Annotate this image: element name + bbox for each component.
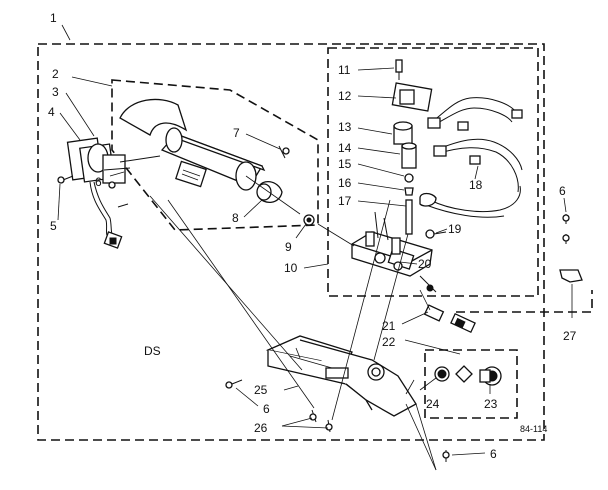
callout-18: 18	[469, 178, 483, 192]
part-7-screw	[278, 145, 290, 159]
valve-coil-stack	[374, 59, 433, 241]
inset-box-igniter	[424, 349, 518, 419]
gas-valve	[351, 231, 437, 293]
bracket-27	[456, 290, 593, 313]
parts-23-24	[434, 365, 502, 386]
inset-box-burner	[111, 79, 319, 231]
callout-21: 21	[382, 319, 396, 333]
callout-16: 16	[338, 176, 352, 190]
callout-6d: 6	[490, 447, 497, 461]
callout-3: 3	[52, 85, 59, 99]
callout-27: 27	[563, 329, 577, 343]
part-8-cup	[256, 181, 283, 203]
coil-assembly	[57, 137, 131, 249]
callout-2: 2	[52, 67, 59, 81]
mounting-bracket	[265, 335, 417, 417]
callout-13: 13	[338, 120, 352, 134]
callout-20: 20	[418, 257, 432, 271]
callout-12: 12	[338, 89, 352, 103]
burner-tube	[119, 98, 266, 191]
callout-15: 15	[338, 157, 352, 171]
callout-6c: 6	[559, 184, 566, 198]
part-19-fitting	[425, 229, 447, 239]
callout-8: 8	[232, 211, 239, 225]
callout-11: 11	[338, 63, 351, 77]
wiring-harness	[419, 97, 523, 218]
drawing-id: 84-114	[520, 424, 547, 434]
model-code: DS	[144, 344, 161, 358]
callout-25: 25	[254, 383, 268, 397]
callout-9: 9	[285, 240, 292, 254]
assembly-frame	[37, 43, 545, 441]
callout-5: 5	[50, 219, 57, 233]
callout-14: 14	[338, 141, 352, 155]
part-27-clip	[559, 269, 583, 283]
callout-7: 7	[233, 126, 240, 140]
callout-24: 24	[426, 397, 440, 411]
leader-lines	[57, 24, 573, 471]
callout-labels: 1 2 3 4 5 6 7 8 9 10 11 12 13 14 15 16 1…	[48, 11, 577, 461]
callout-1: 1	[50, 11, 57, 25]
callout-26: 26	[254, 421, 268, 435]
callout-6a: 6	[95, 175, 102, 189]
callout-22: 22	[382, 335, 396, 349]
callout-23: 23	[484, 397, 498, 411]
callout-19: 19	[448, 222, 462, 236]
callout-17: 17	[338, 194, 352, 208]
callout-4: 4	[48, 105, 55, 119]
inset-box-valve	[327, 47, 539, 297]
callout-10: 10	[284, 261, 298, 275]
callout-6b: 6	[263, 402, 270, 416]
parts-21-22	[423, 304, 476, 334]
